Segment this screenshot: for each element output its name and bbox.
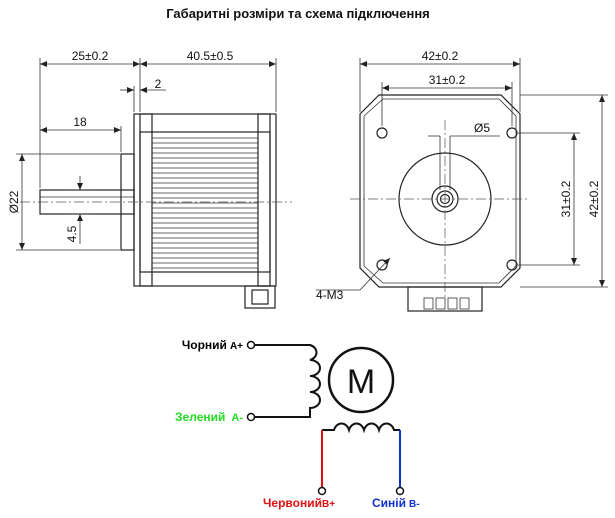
- dim-height: 42±0.2: [587, 180, 601, 217]
- dim-flat-depth: 4.5: [65, 225, 79, 242]
- terminal-b-plus: [317, 486, 327, 496]
- side-view: 25±0.2 40.5±0.5 2 18 Ø22 4.5: [7, 49, 292, 309]
- dim-flange: 2: [155, 77, 162, 91]
- dim-mount-holes: 4-M3: [316, 288, 344, 302]
- wire-name-black: Чорний: [182, 338, 227, 352]
- coil-a: [255, 344, 321, 418]
- wire-pin-green: A-: [231, 412, 243, 424]
- connector: [244, 285, 276, 309]
- mount-hole: [376, 259, 388, 271]
- dim-body-length: 40.5±0.5: [187, 49, 234, 63]
- dim-shaft-flat: 18: [73, 115, 87, 129]
- wire-pin-black: A+: [230, 341, 243, 352]
- mount-hole: [506, 127, 518, 139]
- wire-name-blue: Синій: [372, 496, 406, 510]
- mount-hole: [506, 259, 518, 271]
- wire-pin-blue: B-: [409, 499, 420, 510]
- dim-hole-spacing-x: 31±0.2: [429, 73, 466, 87]
- dim-shaft: Ø5: [474, 121, 490, 135]
- terminal-b-minus: [395, 486, 405, 496]
- motor-symbol: [327, 346, 395, 414]
- motor-body: [133, 113, 277, 287]
- motor-symbol-label: M: [347, 363, 375, 401]
- dim-width: 42±0.2: [422, 49, 459, 63]
- wire-name-green: Зелений: [175, 410, 225, 424]
- front-view: 42±0.2 31±0.2 Ø5 31±0.2 42±0.2 4-M3: [316, 49, 608, 312]
- mount-hole: [376, 127, 388, 139]
- front-connector: [407, 286, 483, 312]
- coil-b: [322, 422, 400, 434]
- wire-pin-red: B+: [322, 499, 335, 510]
- dim-hole-spacing-y: 31±0.2: [559, 180, 573, 217]
- wire-label-red: ЧервонийB+: [263, 496, 335, 510]
- terminal-a-plus: [246, 340, 256, 350]
- dim-shaft-length: 25±0.2: [72, 49, 109, 63]
- drawing-title: Габаритні розміри та схема підключення: [166, 6, 430, 21]
- wire-label-green: Зелений A-: [175, 410, 243, 424]
- wire-name-red: Червоний: [263, 496, 322, 510]
- terminal-a-minus: [246, 412, 256, 422]
- front-housing: [359, 94, 521, 288]
- dim-shaft-diameter: Ø22: [7, 190, 21, 213]
